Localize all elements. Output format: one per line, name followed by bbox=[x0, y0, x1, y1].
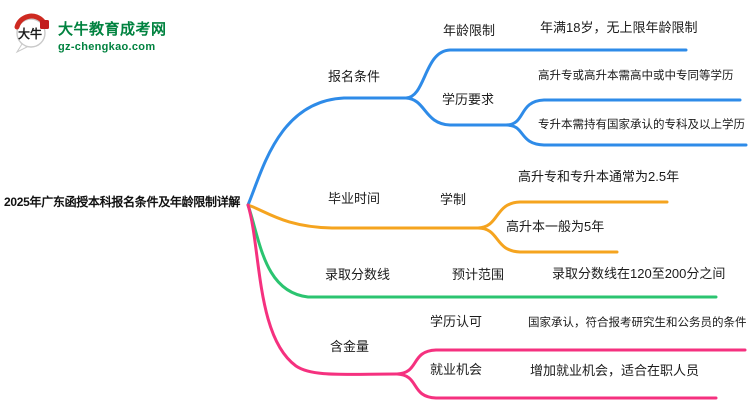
subnode-education-requirement: 学历要求 bbox=[442, 92, 495, 107]
branch1-age-line bbox=[404, 48, 688, 100]
branch4-leaf1-line bbox=[395, 348, 747, 376]
logo-seal bbox=[40, 20, 49, 29]
branch1-trunk-line bbox=[246, 96, 408, 207]
leaf-education-req-2: 专升本需持有国家承认的专科及以上学历 bbox=[538, 119, 745, 131]
leaf-job-opportunity-detail: 增加就业机会，适合在职人员 bbox=[530, 363, 700, 378]
branch1-edu-line bbox=[404, 96, 508, 127]
site-logo: 大牛 大牛教育成考网 gz-chengkao.com bbox=[12, 12, 167, 54]
branch2-leaf1-line bbox=[476, 200, 669, 230]
branch4-trunk-line bbox=[246, 203, 399, 376]
leaf-score-range: 录取分数线在120至200分之间 bbox=[552, 266, 726, 281]
branch2-leaf2-line bbox=[476, 226, 619, 254]
logo-red-arc bbox=[14, 13, 46, 30]
branch-label-signup-conditions: 报名条件 bbox=[328, 69, 381, 84]
leaf-age-limit-detail: 年满18岁，无上限年龄限制 bbox=[540, 20, 698, 35]
branch1-edu-leaf2-line bbox=[504, 123, 748, 147]
site-name: 大牛教育成考网 bbox=[58, 21, 167, 38]
branch2-trunk-line bbox=[246, 203, 480, 230]
leaf-education-req-1: 高升专或高升本需高中或中专同等学历 bbox=[538, 70, 734, 82]
branch-label-graduation-time: 毕业时间 bbox=[328, 191, 381, 206]
root-node: 2025年广东函授本科报名条件及年龄限制详解 bbox=[4, 195, 241, 209]
subnode-schooling-length: 学制 bbox=[440, 192, 467, 207]
subnode-expected-range: 预计范围 bbox=[452, 267, 505, 282]
subnode-age-limit: 年龄限制 bbox=[443, 23, 496, 38]
branch-label-admission-score: 录取分数线 bbox=[325, 267, 391, 282]
leaf-degree-recognition-detail: 国家承认，符合报考研究生和公务员的条件 bbox=[528, 317, 747, 329]
logo-icon-text: 大牛 bbox=[18, 26, 42, 41]
branch3-line bbox=[246, 203, 718, 299]
subnode-job-opportunity: 就业机会 bbox=[430, 362, 483, 377]
site-url: gz-chengkao.com bbox=[58, 41, 156, 53]
brand-icon: 大牛 bbox=[14, 13, 49, 54]
leaf-schooling-length-2: 高升本一般为5年 bbox=[506, 219, 605, 234]
branch4-leaf2-line bbox=[395, 372, 718, 400]
logo-bubble-tail bbox=[15, 43, 29, 54]
branch-label-value: 含金量 bbox=[330, 339, 370, 354]
subnode-degree-recognition: 学历认可 bbox=[430, 314, 483, 329]
leaf-schooling-length-1: 高升专和专升本通常为2.5年 bbox=[518, 169, 680, 184]
